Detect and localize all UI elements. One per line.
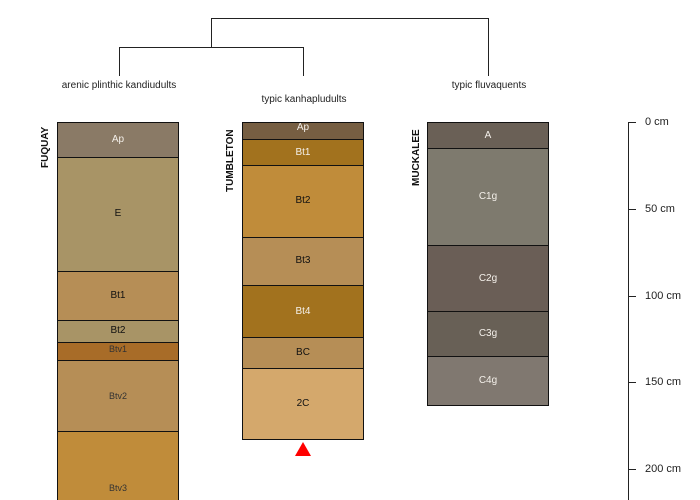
horizon: Ap <box>57 122 179 158</box>
axis-tick <box>628 122 636 123</box>
horizon-label: Btv3 <box>108 482 127 493</box>
dendrogram-line <box>211 18 212 47</box>
horizon: Bt1 <box>57 271 179 321</box>
horizon-label: A <box>484 129 492 141</box>
horizon-label: C3g <box>478 328 498 340</box>
horizon-label: C2g <box>478 272 498 284</box>
horizon-label: Bt1 <box>110 289 126 301</box>
depth-axis-line <box>628 122 629 500</box>
dendrogram-line <box>488 18 489 76</box>
horizon: A <box>427 122 549 150</box>
horizon: C4g <box>427 356 549 406</box>
horizon: 2C <box>242 368 364 441</box>
horizon-label: Bt2 <box>110 325 126 337</box>
horizon: Bt1 <box>242 139 364 167</box>
horizon-label: C4g <box>478 375 498 386</box>
horizon-label: E <box>114 208 122 220</box>
axis-tick-label: 100 cm <box>645 289 682 302</box>
horizon: BC <box>242 337 364 370</box>
horizon-label: 2C <box>296 398 310 410</box>
dendrogram-line <box>303 47 304 76</box>
horizon-label: Bt3 <box>295 255 311 267</box>
horizon: Ap <box>242 122 364 141</box>
horizon: C2g <box>427 245 549 313</box>
horizon: Btv1 <box>57 342 179 361</box>
axis-tick-label: 50 cm <box>645 202 675 215</box>
horizon-label: Ap <box>111 133 125 145</box>
axis-tick-label: 150 cm <box>645 376 682 389</box>
horizon-label: Bt4 <box>295 305 311 317</box>
axis-tick <box>628 208 636 210</box>
dendrogram-line <box>211 18 489 19</box>
horizon: Bt2 <box>57 319 179 344</box>
horizon: Bt2 <box>242 165 364 238</box>
axis-tick <box>628 382 636 384</box>
profile-name: MUCKALEE <box>411 129 422 186</box>
horizon: Bt4 <box>242 285 364 339</box>
horizon-label: Bt1 <box>295 146 311 158</box>
taxon-label: arenic plinthic kandiudults <box>61 80 177 91</box>
axis-tick <box>628 469 636 470</box>
dendrogram-line <box>119 47 120 76</box>
taxon-label: typic fluvaquents <box>451 80 527 91</box>
horizon-label: Btv2 <box>108 390 127 401</box>
axis-tick-label: 200 cm <box>645 463 682 475</box>
axis-tick-label: 0 cm <box>645 116 669 128</box>
truncation-marker-icon <box>295 441 311 456</box>
horizon: C1g <box>427 148 549 247</box>
horizon: Btv3 <box>57 430 179 500</box>
horizon-label: BC <box>296 347 310 359</box>
horizon-label: Ap <box>296 122 310 134</box>
horizon: Btv2 <box>57 359 179 432</box>
horizon: Bt3 <box>242 236 364 287</box>
horizon-label: C1g <box>478 191 498 203</box>
axis-tick <box>628 295 636 297</box>
horizon: C3g <box>427 311 549 358</box>
profile-name: TUMBLETON <box>225 129 236 192</box>
horizon-label: Bt2 <box>295 195 311 207</box>
taxon-label: typic kanhapludults <box>261 94 347 105</box>
horizon-label: Btv1 <box>108 343 127 354</box>
horizon: E <box>57 156 179 273</box>
profile-name: FUQUAY <box>40 126 51 168</box>
dendrogram-line <box>119 47 304 48</box>
